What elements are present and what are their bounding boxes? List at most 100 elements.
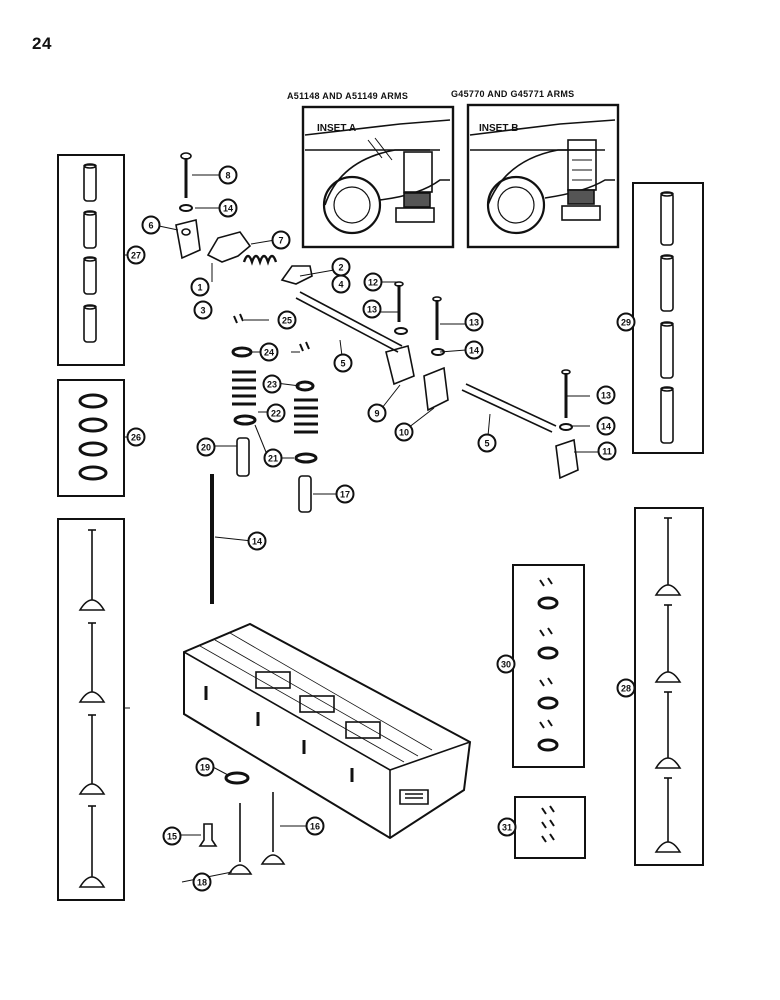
callout-circle — [597, 441, 617, 461]
callout-circle — [162, 826, 182, 846]
callout-circle — [195, 757, 215, 777]
callout-13: 13 — [362, 299, 382, 319]
callout-12: 12 — [363, 272, 383, 292]
callout-25: 25 — [277, 310, 297, 330]
panel-27 — [57, 518, 125, 901]
callout-circle — [333, 353, 353, 373]
callout-circle — [193, 300, 213, 320]
callout-4: 4 — [331, 274, 351, 294]
callout-number: 5 — [484, 439, 489, 449]
callout-5: 5 — [477, 433, 497, 453]
callout-24: 24 — [259, 342, 279, 362]
callout-circle — [596, 385, 616, 405]
panel-31 — [632, 182, 704, 454]
callout-circle — [331, 274, 351, 294]
callout-circle — [394, 422, 414, 442]
callout-circle — [464, 340, 484, 360]
callout-number: 5 — [340, 359, 345, 369]
callout-19: 19 — [195, 757, 215, 777]
callout-5: 5 — [333, 353, 353, 373]
callout-number: 7 — [278, 236, 283, 246]
callout-number: 24 — [264, 348, 274, 358]
callout-circle — [192, 872, 212, 892]
callout-circle — [496, 654, 516, 674]
callout-14: 14 — [596, 416, 616, 436]
inset-b-heading: G45770 AND G45771 ARMS — [451, 89, 575, 99]
callout-circle — [497, 817, 517, 837]
callout-31: 31 — [497, 817, 517, 837]
panel-33 — [514, 796, 586, 859]
callout-9: 9 — [367, 403, 387, 423]
callout-number: 14 — [469, 346, 479, 356]
callout-circle — [218, 165, 238, 185]
callout-number: 25 — [282, 316, 292, 326]
callout-number: 6 — [148, 221, 153, 231]
callout-circle — [141, 215, 161, 235]
callout-10: 10 — [394, 422, 414, 442]
callout-number: 14 — [223, 204, 233, 214]
callout-number: 14 — [601, 422, 611, 432]
callout-number: 13 — [469, 318, 479, 328]
inset-a-box: INSET A — [301, 105, 455, 249]
callout-number: 31 — [502, 823, 512, 833]
callout-circle — [363, 272, 383, 292]
inset-b-label: INSET B — [479, 123, 518, 134]
callout-number: 4 — [338, 280, 343, 290]
callout-circle — [126, 245, 146, 265]
callout-circle — [277, 310, 297, 330]
callout-number: 10 — [399, 428, 409, 438]
callout-circle — [616, 678, 636, 698]
callout-17: 17 — [335, 484, 355, 504]
callout-14: 14 — [464, 340, 484, 360]
rocker-assembly — [175, 152, 579, 604]
callout-number: 2 — [338, 263, 343, 273]
callout-layer: 1234556789101112131313141414141516171819… — [126, 165, 636, 892]
callout-number: 15 — [167, 832, 177, 842]
callout-circle — [262, 374, 282, 394]
callout-circle — [259, 342, 279, 362]
callout-number: 23 — [267, 380, 277, 390]
callout-18: 18 — [192, 872, 212, 892]
callout-26: 26 — [126, 427, 146, 447]
callout-circle — [596, 416, 616, 436]
callout-13: 13 — [596, 385, 616, 405]
callout-number: 22 — [271, 409, 281, 419]
callout-circle — [271, 230, 291, 250]
callout-22: 22 — [266, 403, 286, 423]
callout-number: 30 — [501, 660, 511, 670]
callout-circle — [218, 198, 238, 218]
callout-circle — [266, 403, 286, 423]
callout-28: 28 — [616, 678, 636, 698]
inset-b-box: INSET B — [466, 103, 620, 249]
callout-30: 30 — [496, 654, 516, 674]
callout-number: 18 — [197, 878, 207, 888]
callout-number: 12 — [368, 278, 378, 288]
callout-1: 1 — [190, 277, 210, 297]
callout-7: 7 — [271, 230, 291, 250]
callout-circle — [247, 531, 267, 551]
callout-number: 14 — [252, 537, 262, 547]
callout-8: 8 — [218, 165, 238, 185]
callout-number: 29 — [621, 318, 631, 328]
cylinder-head — [183, 622, 472, 840]
callout-circle — [190, 277, 210, 297]
callout-circle — [126, 427, 146, 447]
callout-14: 14 — [247, 531, 267, 551]
inset-a-heading: A51148 AND A51149 ARMS — [287, 91, 409, 101]
callout-number: 8 — [225, 171, 230, 181]
panel-28 — [57, 379, 125, 497]
callout-circle — [464, 312, 484, 332]
callout-2: 2 — [331, 257, 351, 277]
callout-circle — [362, 299, 382, 319]
callout-number: 3 — [200, 306, 205, 316]
panel-29 — [57, 154, 125, 366]
callout-13: 13 — [464, 312, 484, 332]
callout-number: 11 — [602, 447, 612, 457]
callout-6: 6 — [141, 215, 161, 235]
panel-32 — [512, 564, 585, 768]
callout-circle — [196, 437, 216, 457]
callout-number: 26 — [131, 433, 141, 443]
callout-14: 14 — [218, 198, 238, 218]
callout-number: 13 — [367, 305, 377, 315]
